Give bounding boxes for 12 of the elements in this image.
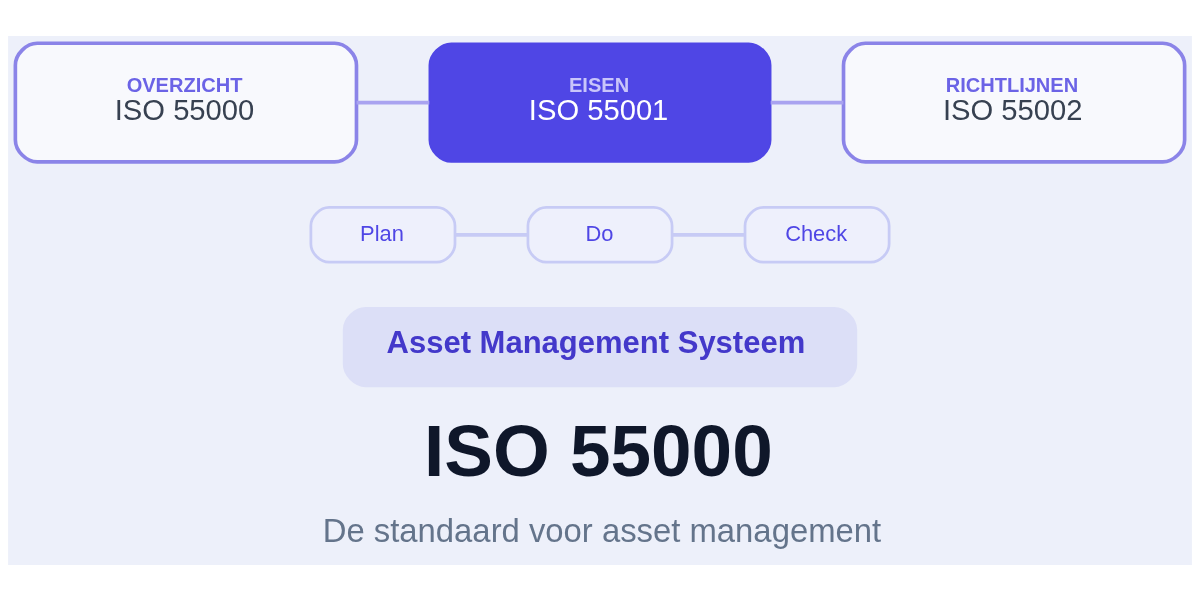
node-box: Check [743, 205, 891, 264]
node-box: RICHTLIJNEN ISO 55002 [841, 40, 1187, 164]
node-box: EISEN ISO 55001 [428, 41, 772, 163]
caption: De standaard voor asset management [322, 511, 882, 549]
diagram-title: ISO 55000 [423, 409, 773, 491]
node-box: Plan [309, 205, 457, 264]
connector [672, 232, 745, 237]
node-box: Do [526, 205, 674, 264]
connector [770, 100, 844, 104]
connector [356, 100, 430, 104]
connector [455, 232, 528, 237]
node-box: OVERZICHT ISO 55000 [13, 40, 359, 164]
